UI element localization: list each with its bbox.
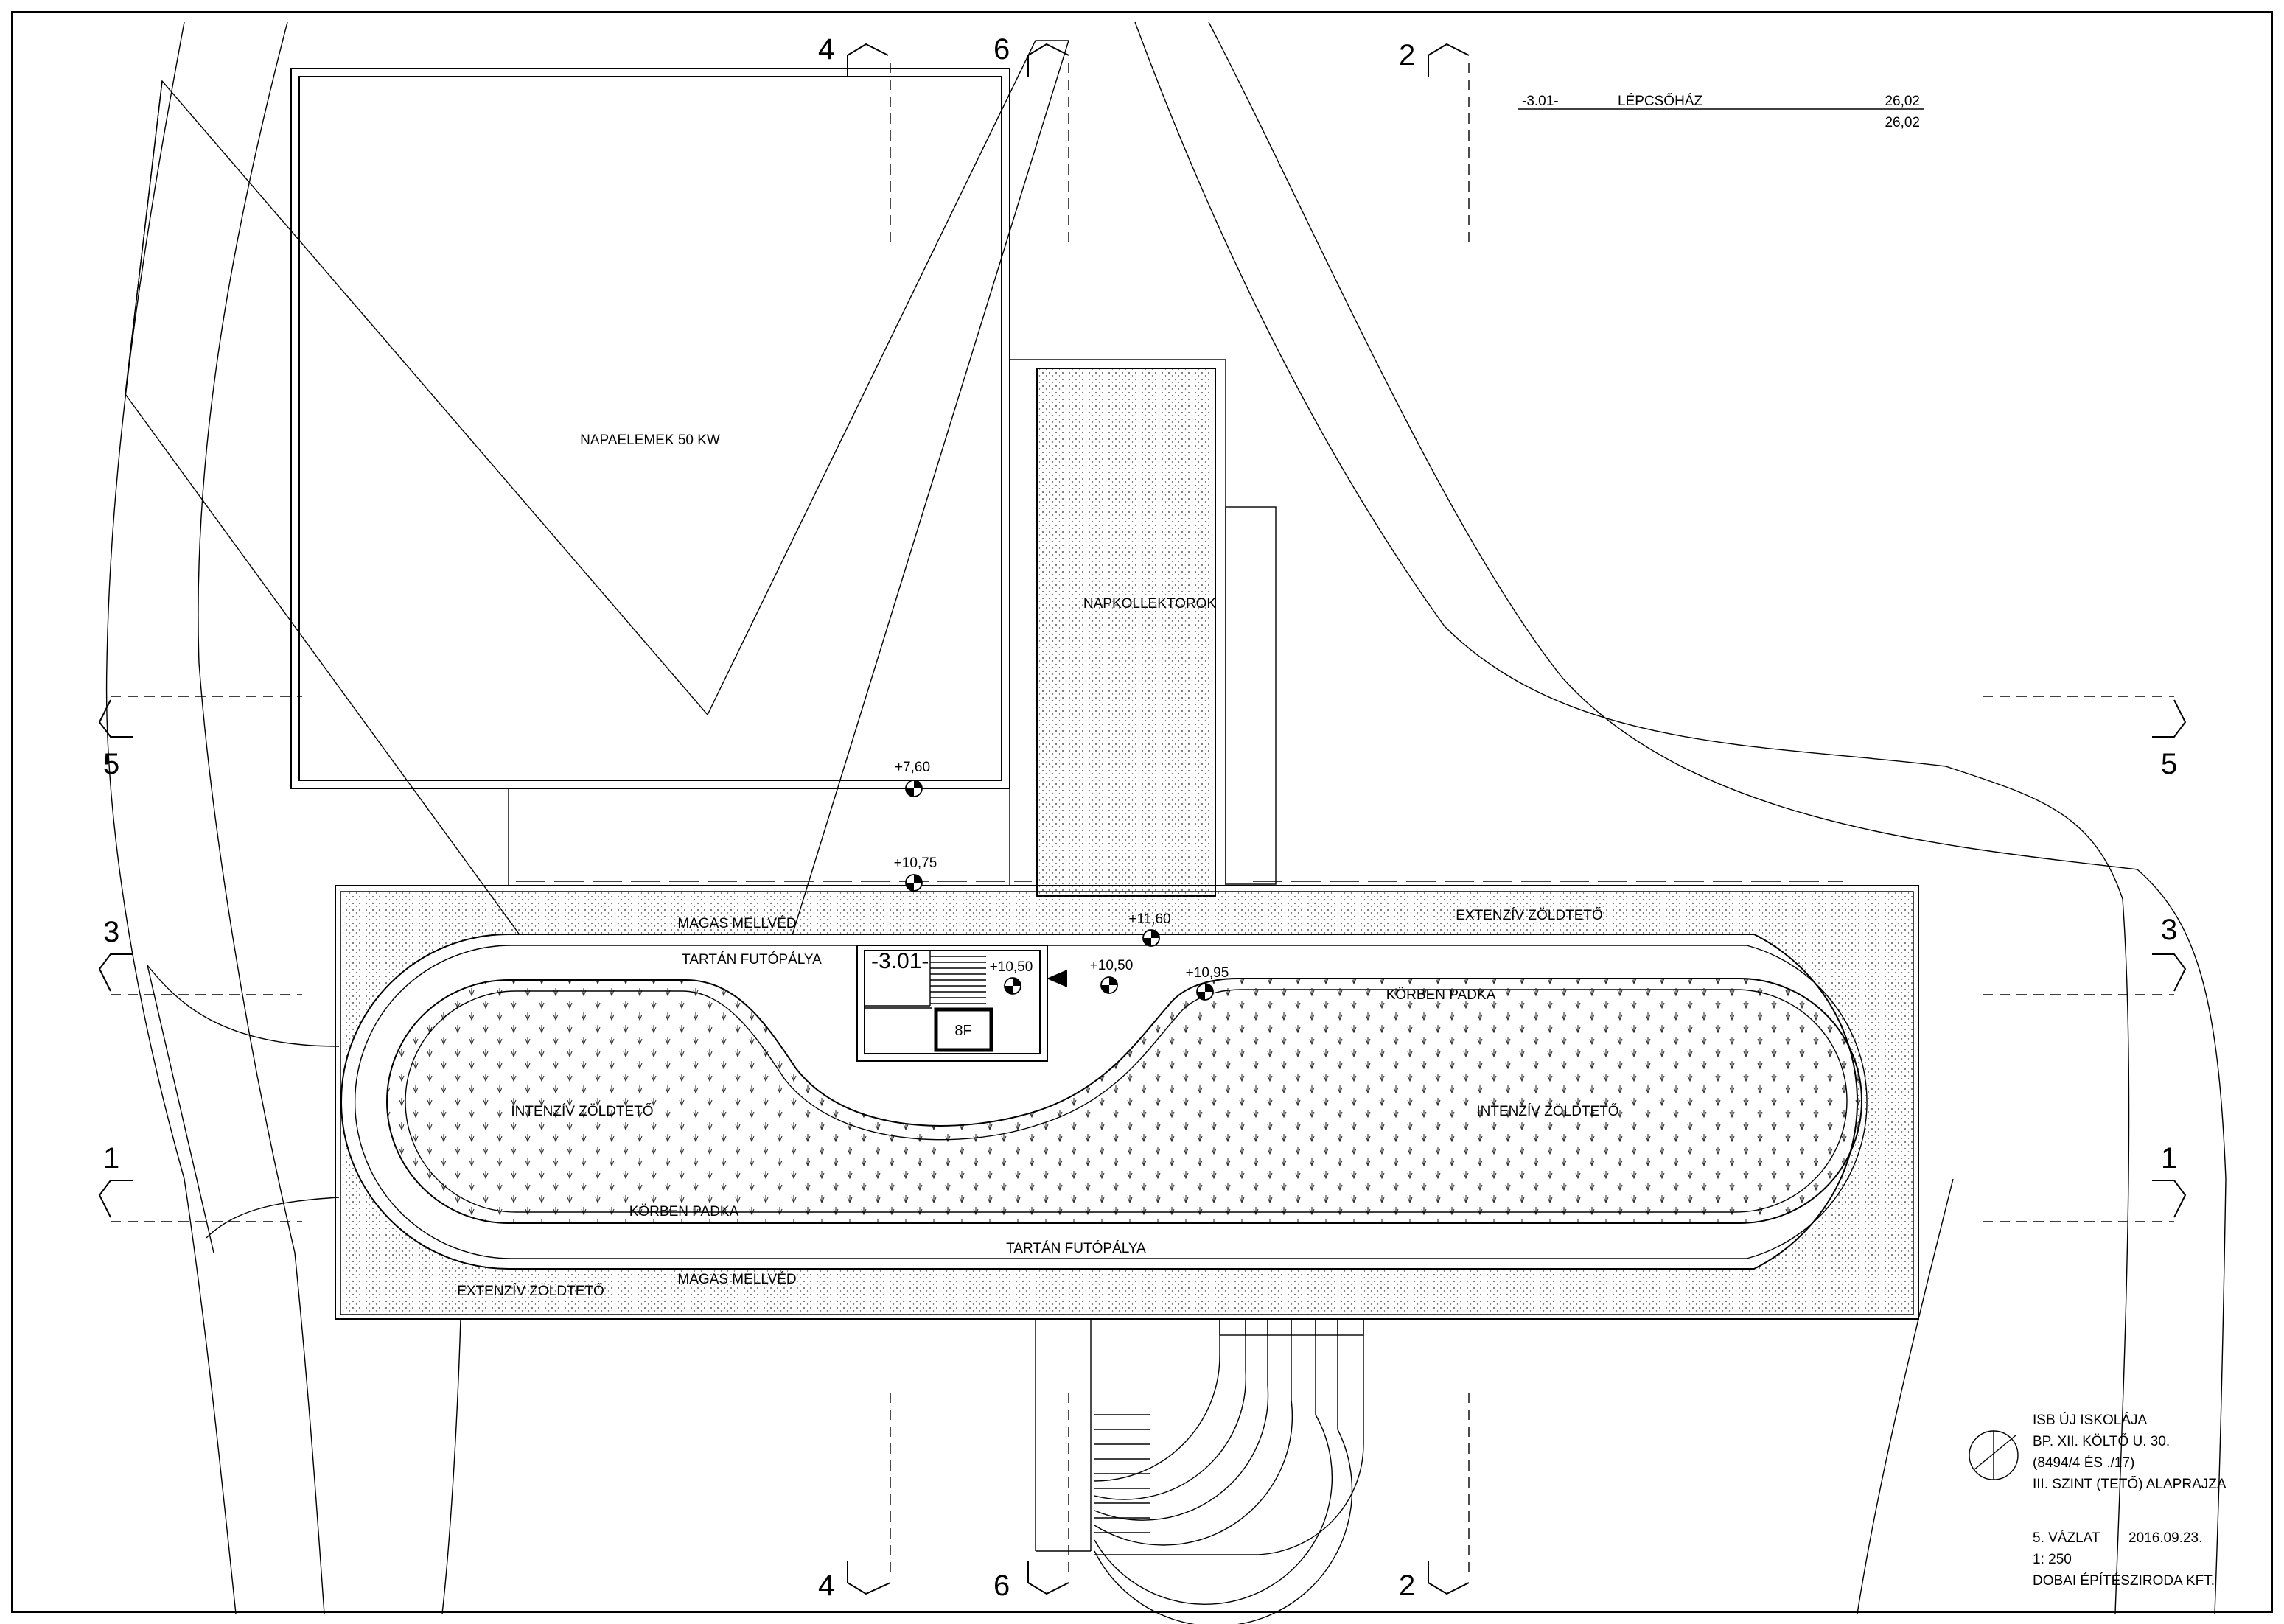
level-marker-1095: +10,95 xyxy=(1186,965,1229,1001)
level-marker-1075: +10,75 xyxy=(894,855,937,892)
section-6-top: 6 xyxy=(993,33,1069,243)
svg-text:5. VÁZLAT: 5. VÁZLAT xyxy=(2033,1530,2100,1546)
svg-text:6: 6 xyxy=(993,1569,1010,1602)
solar-collector-strip xyxy=(1036,368,1216,897)
svg-text:26,02: 26,02 xyxy=(1885,115,1920,130)
intensive-green-left-label: INTENZÍV ZÖLDTETŐ xyxy=(511,1103,653,1119)
intensive-green-roof xyxy=(386,978,1862,1224)
svg-text:6: 6 xyxy=(993,33,1010,66)
section-5-left: 5 xyxy=(98,696,302,780)
svg-text:3: 3 xyxy=(2161,914,2177,946)
svg-text:1: 1 xyxy=(103,1142,119,1175)
svg-text:-3.01-: -3.01- xyxy=(1522,94,1559,109)
room-area-table: -3.01- LÉPCSŐHÁZ 26,02 26,02 xyxy=(1518,93,1924,130)
extensive-green-top-label: EXTENZÍV ZÖLDTETŐ xyxy=(1456,907,1603,923)
svg-text:(8494/4 ÉS ./17): (8494/4 ÉS ./17) xyxy=(2033,1455,2134,1471)
section-3-right: 3 xyxy=(1983,914,2187,995)
high-parapet-bottom-label: MAGAS MELLVÉD xyxy=(677,1272,796,1287)
stair-box-8f xyxy=(934,1007,993,1052)
stair-core-outer xyxy=(856,945,1048,1062)
svg-text:III. SZINT (TETŐ) ALAPRAJZA: III. SZINT (TETŐ) ALAPRAJZA xyxy=(2033,1476,2227,1492)
stair-room-code: -3.01- xyxy=(871,949,929,973)
svg-text:1: 1 xyxy=(2161,1142,2177,1175)
svg-text:2: 2 xyxy=(1399,1569,1415,1602)
tartan-track-top-label: TARTÁN FUTÓPÁLYA xyxy=(682,951,822,967)
section-4-bottom: 4 xyxy=(818,1393,891,1602)
svg-text:BP. XII. KÖLTŐ U. 30.: BP. XII. KÖLTŐ U. 30. xyxy=(2033,1433,2170,1449)
svg-text:2: 2 xyxy=(1399,39,1415,71)
section-4-top: 4 xyxy=(818,33,891,243)
section-1-right: 1 xyxy=(1983,1142,2187,1222)
stair-box-label: 8F xyxy=(954,1023,971,1039)
svg-text:ISB ÚJ ISKOLÁJA: ISB ÚJ ISKOLÁJA xyxy=(2033,1412,2148,1428)
extensive-green-bottom-label: EXTENZÍV ZÖLDTETŐ xyxy=(457,1283,604,1299)
svg-text:+11,60: +11,60 xyxy=(1128,911,1170,927)
svg-text:4: 4 xyxy=(818,33,834,66)
side-element xyxy=(1225,506,1277,885)
sheet-border xyxy=(11,11,2273,1613)
svg-text:+10,95: +10,95 xyxy=(1186,965,1229,981)
svg-text:+10,50: +10,50 xyxy=(1090,958,1134,973)
solar-panel-field-outer xyxy=(290,68,1010,789)
tartan-track-bottom-label: TARTÁN FUTÓPÁLYA xyxy=(1006,1240,1146,1256)
svg-text:2016.09.23.: 2016.09.23. xyxy=(2128,1530,2202,1546)
level-marker-1160: +11,60 xyxy=(1128,911,1171,947)
section-2-bottom: 2 xyxy=(1399,1393,1470,1602)
svg-text:+7,60: +7,60 xyxy=(895,760,930,775)
svg-text:3: 3 xyxy=(103,916,119,948)
svg-text:+10,75: +10,75 xyxy=(894,855,937,871)
high-parapet-top-label: MAGAS MELLVÉD xyxy=(677,916,796,931)
svg-text:+10,50: +10,50 xyxy=(990,959,1033,975)
level-marker-760: +7,60 xyxy=(895,760,930,797)
solar-panel-field-inner xyxy=(298,76,1002,781)
solar-panels-label: NAPAELEMEK 50 KW xyxy=(580,433,720,448)
section-6-bottom: 6 xyxy=(993,1393,1069,1602)
level-marker-1050b: +10,50 xyxy=(1090,958,1134,994)
svg-text:5: 5 xyxy=(2161,748,2177,780)
section-5-right: 5 xyxy=(1983,696,2187,780)
svg-text:26,02: 26,02 xyxy=(1885,94,1920,109)
svg-text:4: 4 xyxy=(818,1569,834,1602)
entry-arrow-icon xyxy=(1047,970,1067,987)
section-3-left: 3 xyxy=(98,916,302,995)
stair-steps xyxy=(865,950,986,1009)
section-1-left: 1 xyxy=(98,1142,302,1222)
section-2-top: 2 xyxy=(1399,39,1470,243)
exterior-stair-ramp xyxy=(1035,1318,1364,1624)
bench-right-label: KÖRBEN PADKA xyxy=(1386,987,1496,1003)
intensive-green-right-label: INTENZÍV ZÖLDTETŐ xyxy=(1476,1103,1618,1119)
solar-collectors-label: NAPKOLLEKTOROK xyxy=(1083,596,1217,612)
svg-text:DOBAI ÉPÍTÉSZIRODA KFT.: DOBAI ÉPÍTÉSZIRODA KFT. xyxy=(2033,1573,2215,1589)
svg-text:1: 250: 1: 250 xyxy=(2033,1552,2072,1567)
svg-text:LÉPCSŐHÁZ: LÉPCSŐHÁZ xyxy=(1618,93,1702,109)
roof-slab-outer xyxy=(335,885,1919,1320)
bench-left-label: KÖRBEN PADKA xyxy=(629,1204,739,1219)
site-contours xyxy=(105,21,2227,1614)
svg-text:5: 5 xyxy=(103,748,119,780)
level-marker-1050a: +10,50 xyxy=(990,959,1033,995)
title-block: ISB ÚJ ISKOLÁJA BP. XII. KÖLTŐ U. 30. (8… xyxy=(1969,1412,2227,1589)
